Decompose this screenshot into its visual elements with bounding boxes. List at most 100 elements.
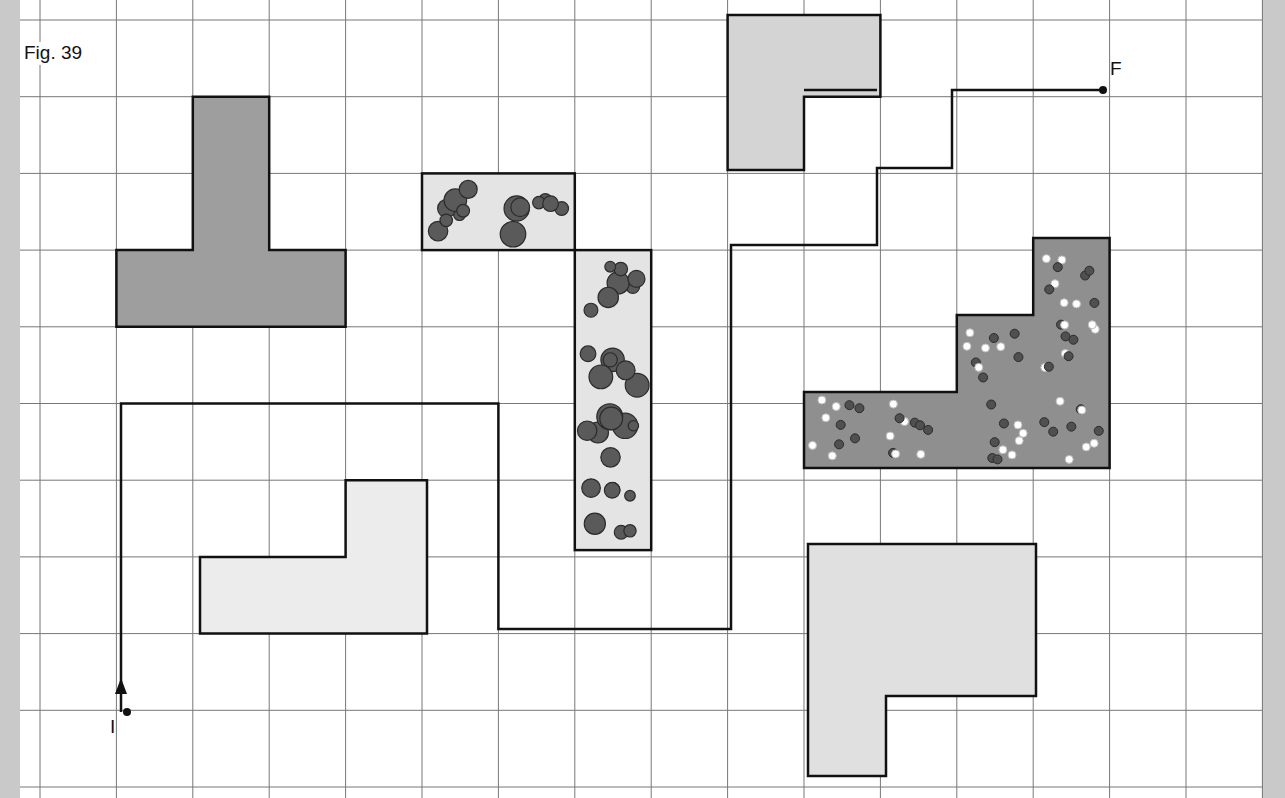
flower — [851, 434, 860, 443]
grid-line — [20, 787, 1262, 788]
flower — [1064, 352, 1073, 361]
bush — [628, 421, 638, 431]
flower — [1078, 406, 1086, 414]
bush — [580, 346, 596, 362]
flower — [975, 363, 983, 371]
flower — [1065, 455, 1073, 463]
flower — [1049, 427, 1058, 436]
start-arrow — [115, 678, 127, 694]
flower — [1015, 437, 1023, 445]
bush-bed — [575, 250, 651, 550]
flower — [1044, 362, 1053, 371]
flower — [889, 400, 897, 408]
bush — [625, 490, 636, 501]
grid-line — [116, 0, 117, 798]
flower — [990, 438, 999, 447]
flower — [917, 450, 925, 458]
flower — [1072, 300, 1080, 308]
flower — [924, 425, 933, 434]
flower — [993, 455, 1002, 464]
bush — [616, 361, 635, 380]
light-block — [808, 544, 1036, 776]
grey-block — [728, 15, 881, 170]
bush — [598, 287, 618, 307]
block-edge — [804, 89, 877, 92]
flower — [892, 450, 900, 458]
flower — [916, 421, 925, 430]
flowers — [809, 255, 1104, 464]
flower — [886, 432, 894, 440]
flower — [1040, 418, 1049, 427]
start-point — [123, 708, 131, 716]
bush — [584, 513, 605, 534]
flower — [828, 452, 836, 460]
figure-label: Fig. 39 — [22, 42, 84, 65]
flower — [822, 414, 830, 422]
grid-line — [422, 0, 423, 798]
grid-lines — [20, 0, 1262, 798]
flower — [999, 446, 1007, 454]
flower — [1060, 299, 1068, 307]
bush — [589, 365, 613, 389]
bush — [504, 196, 529, 221]
bush — [459, 180, 477, 198]
flower — [809, 441, 817, 449]
bush — [604, 482, 620, 498]
flower — [1067, 422, 1076, 431]
light-block — [200, 480, 427, 633]
flower — [832, 403, 840, 411]
bush — [624, 525, 636, 537]
bush — [543, 196, 559, 212]
bushes — [428, 180, 649, 539]
flower — [1090, 298, 1099, 307]
flower — [1042, 255, 1050, 263]
flower — [1085, 266, 1094, 275]
grid-line — [498, 0, 499, 798]
flower — [1061, 321, 1069, 329]
map-ground — [20, 0, 1262, 798]
bush-bed — [422, 173, 575, 250]
grid-line — [40, 0, 41, 798]
bush — [577, 421, 596, 440]
bush — [628, 270, 645, 287]
grid-line — [1186, 0, 1187, 798]
bush — [605, 261, 616, 272]
dark-block — [116, 97, 345, 327]
flower — [979, 373, 988, 382]
flower — [1082, 443, 1090, 451]
bush — [440, 214, 453, 227]
flower — [1090, 439, 1098, 447]
point-label: F — [1108, 58, 1124, 81]
grid-line — [20, 20, 1262, 21]
flower — [1010, 329, 1019, 338]
flower — [1045, 285, 1054, 294]
flower — [999, 419, 1008, 428]
flower — [1019, 429, 1027, 437]
spacer — [116, 97, 345, 327]
bush — [584, 303, 598, 317]
flower — [855, 404, 864, 413]
grid-line — [1262, 0, 1263, 798]
flower — [1088, 321, 1096, 329]
flower — [818, 396, 826, 404]
flower — [981, 344, 989, 352]
flower — [1014, 353, 1023, 362]
flower — [895, 414, 904, 423]
bush — [601, 448, 620, 467]
point-label: I — [108, 716, 117, 739]
bush — [597, 404, 623, 430]
bush — [614, 262, 628, 276]
bush — [600, 407, 623, 430]
flower — [989, 334, 998, 343]
flower — [1069, 335, 1078, 344]
flower — [1053, 263, 1062, 272]
flower — [835, 440, 844, 449]
flower — [845, 401, 854, 410]
bush — [457, 204, 470, 217]
bush — [582, 479, 601, 498]
bush — [511, 198, 530, 217]
flower — [1094, 426, 1103, 435]
flower — [1056, 397, 1064, 405]
